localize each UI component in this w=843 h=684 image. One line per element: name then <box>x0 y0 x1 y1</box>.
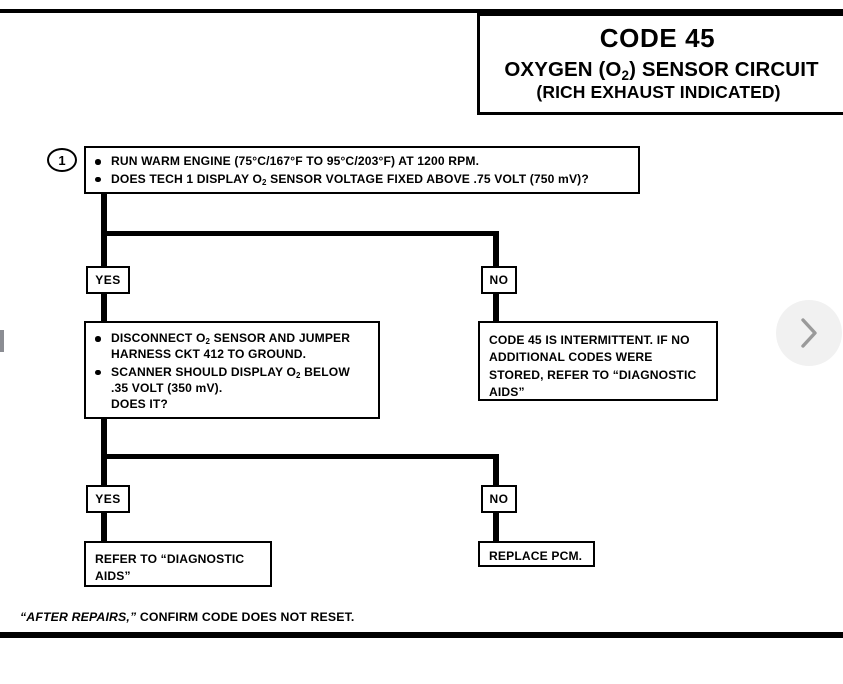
result-yes-line-2: AIDS” <box>95 569 131 584</box>
connector-branch1-yes-down <box>101 231 107 267</box>
step-2-bullet-1-subscript: 2 <box>205 337 211 347</box>
step-1-bullet-2-pre: DOES TECH 1 DISPLAY O <box>111 171 263 186</box>
page-left-edge-mark <box>0 330 4 352</box>
title-sub-subscript: 2 <box>621 68 630 84</box>
step-2-bullet-1: DISCONNECT O2 SENSOR AND JUMPER HARNESS … <box>92 331 370 363</box>
step-2-bullet-2-subscript: 2 <box>296 371 301 381</box>
page-bottom-rule <box>0 632 843 638</box>
connector-branch2-no-down <box>493 454 499 486</box>
step-2-bullet-2-tail: DOES IT? <box>111 396 168 411</box>
step-1-box: RUN WARM ENGINE (75°C/167°F TO 95°C/203°… <box>84 146 640 194</box>
step-2-bullet-2-post: BELOW .35 VOLT (350 mV). <box>111 364 350 395</box>
connector-branch1-no-down <box>493 231 499 267</box>
after-repairs-emphasis: “AFTER REPAIRS,” <box>20 610 137 624</box>
intermittent-line-4: AIDS” <box>489 384 525 399</box>
intermittent-result-box: CODE 45 IS INTERMITTENT. IF NO ADDITIONA… <box>478 321 718 401</box>
title-subtitle-circuit: OXYGEN (O2) SENSOR CIRCUIT <box>480 58 843 84</box>
after-repairs-note: “AFTER REPAIRS,” CONFIRM CODE DOES NOT R… <box>20 610 354 624</box>
connector-yes1-to-step2 <box>101 294 107 322</box>
page-top-rule <box>0 9 843 13</box>
step-marker-1: 1 <box>47 148 77 172</box>
branch-1-yes-label: YES <box>86 266 130 294</box>
step-1-bullet-2: DOES TECH 1 DISPLAY O2 SENSOR VOLTAGE FI… <box>92 172 630 188</box>
result-no-line-1: REPLACE PCM. <box>489 549 583 563</box>
chevron-right-icon <box>801 318 817 348</box>
branch-1-no-label: NO <box>481 266 517 294</box>
step-2-bullet-2-pre: SCANNER SHOULD DISPLAY O <box>111 364 297 379</box>
step-1-bullet-2-post: SENSOR VOLTAGE FIXED ABOVE .75 VOLT (750… <box>266 171 589 186</box>
result-yes-line-1: REFER TO “DIAGNOSTIC <box>95 552 245 566</box>
step-2-bullets: DISCONNECT O2 SENSOR AND JUMPER HARNESS … <box>92 331 370 413</box>
intermittent-line-3: STORED, REFER TO “DIAGNOSTIC <box>489 367 697 382</box>
connector-no2-to-result <box>493 513 499 542</box>
title-block: CODE 45 OXYGEN (O2) SENSOR CIRCUIT (RICH… <box>477 13 843 115</box>
step-1-bullet-2-subscript: 2 <box>262 178 267 188</box>
step-1-bullets: RUN WARM ENGINE (75°C/167°F TO 95°C/203°… <box>92 154 630 188</box>
step-2-box: DISCONNECT O2 SENSOR AND JUMPER HARNESS … <box>84 321 380 419</box>
after-repairs-rest: CONFIRM CODE DOES NOT RESET. <box>136 610 355 624</box>
title-sub-post: ) SENSOR CIRCUIT <box>629 58 819 82</box>
step-2-bullet-2: SCANNER SHOULD DISPLAY O2 BELOW .35 VOLT… <box>92 365 370 413</box>
intermittent-line-2: ADDITIONAL CODES WERE <box>489 350 653 365</box>
step-2-bullet-1-pre: DISCONNECT O <box>111 331 206 345</box>
connector-branch2-yes-down <box>101 454 107 486</box>
intermittent-line-1: CODE 45 IS INTERMITTENT. IF NO <box>489 333 690 347</box>
title-subtitle-condition: (RICH EXHAUST INDICATED) <box>536 81 781 102</box>
title-sub-pre: OXYGEN (O <box>504 58 622 82</box>
connector-branch2-horizontal <box>101 454 499 459</box>
branch-2-yes-label: YES <box>86 485 130 513</box>
result-yes-box: REFER TO “DIAGNOSTIC AIDS” <box>84 541 272 587</box>
connector-step1-down <box>101 194 107 236</box>
next-page-button[interactable] <box>776 300 842 366</box>
branch-2-no-label: NO <box>481 485 517 513</box>
page-title: CODE 45 <box>599 23 716 53</box>
connector-branch1-horizontal <box>101 231 499 236</box>
step-2-bullet-1-post: SENSOR AND JUMPER HARNESS CKT 412 TO GRO… <box>111 331 351 361</box>
step-1-bullet-1: RUN WARM ENGINE (75°C/167°F TO 95°C/203°… <box>92 154 630 170</box>
connector-yes2-to-result <box>101 513 107 542</box>
connector-step2-down <box>101 419 107 459</box>
connector-no1-to-intermittent <box>493 294 499 322</box>
result-no-box: REPLACE PCM. <box>478 541 595 567</box>
